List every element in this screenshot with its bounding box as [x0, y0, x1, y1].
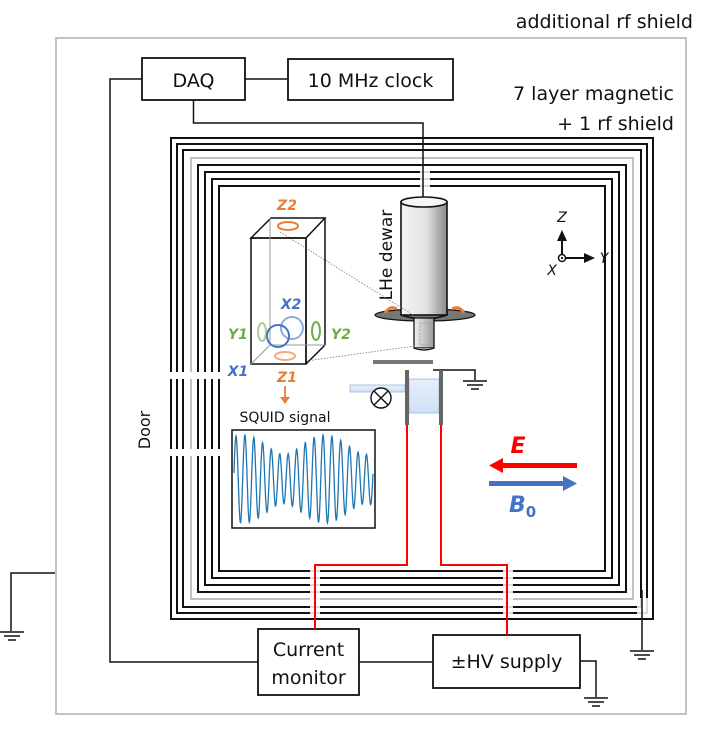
axes-indicator [557, 230, 595, 263]
clock-box: 10 MHz clock [287, 58, 454, 101]
ground-symbol-left [0, 631, 24, 641]
additional-rf-shield-outline [55, 37, 687, 715]
coil-label-x2: X2 [280, 297, 302, 313]
ground-symbol-plate [463, 380, 487, 390]
coil-z2 [277, 221, 299, 231]
lhe-dewar-label: LHe dewar [377, 210, 397, 301]
b0-field-arrow [489, 476, 577, 491]
magnetic-shield-label-line1: 7 layer magnetic [513, 83, 674, 105]
daq-label: DAQ [173, 70, 215, 92]
coil-box [249, 217, 327, 365]
additional-rf-shield-label: additional rf shield [516, 11, 693, 33]
coil-label-y2: Y2 [331, 327, 351, 343]
door-gap-top [165, 372, 225, 379]
axis-label-x: X [546, 263, 557, 279]
ground-symbol-shield [630, 650, 654, 660]
coil-label-z1: Z1 [276, 370, 297, 386]
ground-plate [373, 360, 433, 364]
coil-label-x1: X1 [227, 364, 249, 380]
coil-y2 [311, 321, 321, 341]
squid-signal-trace [233, 432, 374, 526]
door-gap-bottom [165, 449, 225, 456]
b0-field-symbol: B [509, 493, 526, 518]
hv-wires [314, 425, 508, 635]
coil-x1 [266, 324, 290, 348]
clock-label: 10 MHz clock [308, 70, 434, 92]
squid-signal-label: SQUID signal [240, 410, 331, 426]
daq-box: DAQ [141, 57, 246, 101]
zoom-guide-lines [279, 231, 419, 362]
coil-label-y1: Y1 [228, 327, 248, 343]
lhe-dewar [374, 196, 476, 351]
valve-icon [370, 387, 392, 409]
ground-symbol-hv [584, 697, 608, 707]
e-field-arrow [489, 458, 577, 473]
b0-field-label: B0 [509, 493, 536, 521]
axis-label-z: Z [556, 210, 567, 226]
hv-supply-label: ±HV supply [451, 651, 563, 673]
coil-x2 [280, 316, 304, 340]
current-monitor-box: Current monitor [257, 628, 360, 696]
coil-z1 [274, 351, 296, 361]
current-monitor-label-line2: monitor [271, 667, 346, 689]
signal-wiring [10, 78, 643, 697]
hv-supply-box: ±HV supply [432, 634, 581, 689]
sample-cell [349, 370, 443, 425]
b0-field-subscript: 0 [526, 503, 536, 521]
electrode-right [439, 370, 443, 425]
axis-label-y: Y [600, 251, 610, 267]
magnetic-shield-label-line2: + 1 rf shield [557, 113, 674, 135]
coil-label-z2: Z2 [276, 198, 297, 214]
coil-y1 [257, 322, 267, 342]
coil-to-signal-arrow [280, 386, 290, 404]
e-field-label: E [510, 434, 525, 459]
electrode-left [405, 370, 409, 425]
door-label: Door [135, 410, 154, 449]
current-monitor-label-line1: Current [273, 639, 344, 661]
